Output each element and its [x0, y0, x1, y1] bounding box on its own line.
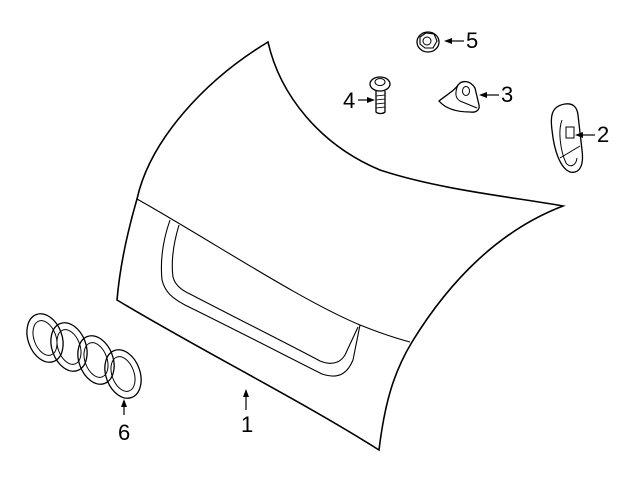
callout-6: 6 — [118, 420, 131, 445]
bumper-cushion[interactable] — [550, 103, 584, 173]
leader-arrows — [121, 38, 595, 415]
nut[interactable] — [416, 31, 440, 53]
callout-3: 3 — [501, 82, 514, 107]
bolt[interactable] — [369, 76, 391, 115]
hood-panel[interactable] — [116, 40, 566, 452]
callout-1: 1 — [241, 412, 254, 437]
callout-4: 4 — [343, 88, 356, 113]
emblem-rings[interactable] — [20, 309, 147, 404]
bracket[interactable] — [438, 80, 480, 113]
callout-2: 2 — [597, 122, 610, 147]
callout-5: 5 — [466, 28, 479, 53]
